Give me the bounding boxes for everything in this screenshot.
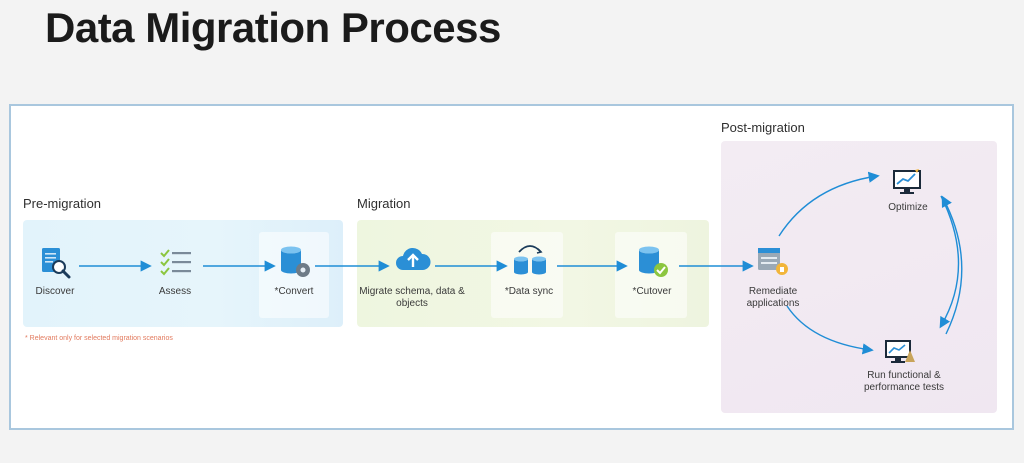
server-lock-icon xyxy=(758,248,788,275)
document-magnifier-icon xyxy=(42,248,71,279)
cloud-upload-icon xyxy=(396,247,431,270)
arrow-remediate-tests xyxy=(786,305,874,355)
monitor-test-icon xyxy=(885,340,915,363)
databases-sync-icon xyxy=(514,245,546,275)
step-convert-label: *Convert xyxy=(274,286,314,297)
arrow-tests-optimize xyxy=(941,195,963,335)
checklist-icon xyxy=(160,249,191,276)
flow-arrows xyxy=(79,171,963,355)
post-migration-label: Post-migration xyxy=(721,120,805,135)
post-migration-panel xyxy=(721,141,997,413)
step-optimize-label: Optimize xyxy=(888,202,928,213)
database-check-icon xyxy=(639,246,668,277)
diagram-canvas: Pre-migration Migration Post-migration xyxy=(9,104,1014,430)
step-cutover-label: *Cutover xyxy=(632,286,672,297)
page-title: Data Migration Process xyxy=(45,4,501,51)
step-data-sync-label: *Data sync xyxy=(504,286,554,297)
database-gear-icon xyxy=(281,246,310,277)
pre-migration-label: Pre-migration xyxy=(23,196,102,211)
monitor-chart-icon xyxy=(893,169,921,194)
convert-highlight xyxy=(259,232,329,318)
step-migrate-label: Migrate schema, data & objects xyxy=(359,286,465,309)
step-remediate-label: Remediate applications xyxy=(746,286,800,309)
cutover-highlight xyxy=(615,232,687,318)
footnote: * Relevant only for selected migration s… xyxy=(25,335,173,342)
step-discover-label: Discover xyxy=(35,286,75,297)
arrow-optimize-tests xyxy=(939,195,960,329)
arrow-remediate-optimize xyxy=(778,171,880,237)
step-assess-label: Assess xyxy=(158,286,192,297)
step-tests-label: Run functional & performance tests xyxy=(863,370,945,393)
migration-label: Migration xyxy=(357,196,411,211)
